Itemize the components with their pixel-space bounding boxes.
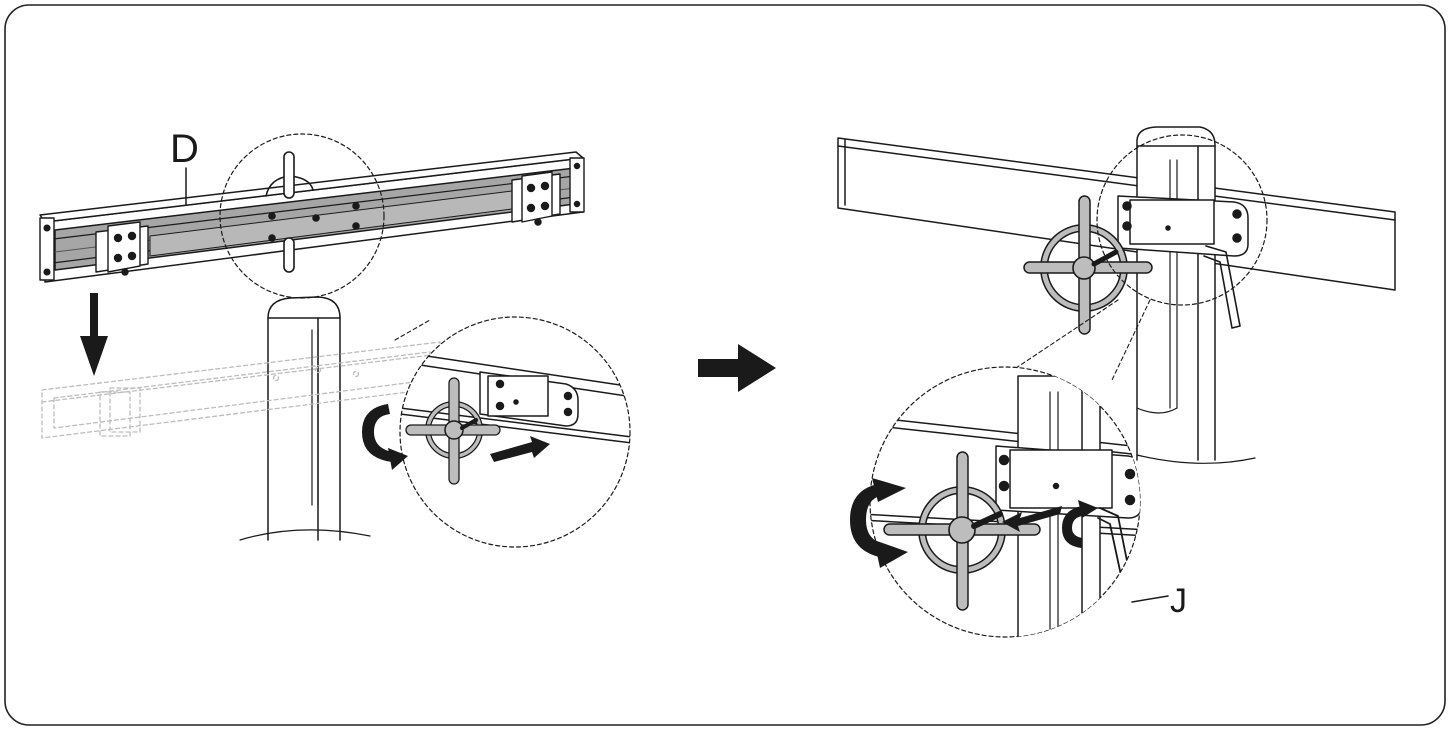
beam-knob [265,151,360,273]
detail-connector-b [1111,299,1151,381]
detail-connector-a [1009,299,1119,373]
rotate-arrow-icon-large [850,478,908,568]
bracket-right [511,171,561,226]
label-j: J [1170,582,1187,620]
detail-right-content [870,375,1140,637]
right-panel: J [837,126,1396,638]
rotate-arrow-icon-small [1062,500,1098,548]
magnify-circle-top [219,133,385,299]
detail-connector-left [394,319,431,341]
knob-right [1023,195,1153,335]
down-arrow-icon [80,293,108,376]
hex-key-top [1203,245,1241,329]
clamp-plate-right [1117,195,1249,257]
detail-left-content [400,351,630,485]
magnify-circle-right [1096,134,1268,306]
bracket-left [95,221,149,276]
detail-circle-left [399,316,631,548]
left-panel: D [39,127,631,548]
label-d: D [170,127,199,171]
right-arrow-icon [698,344,776,392]
leader-j [1131,595,1169,603]
rotate-arrow-icon [362,404,408,470]
